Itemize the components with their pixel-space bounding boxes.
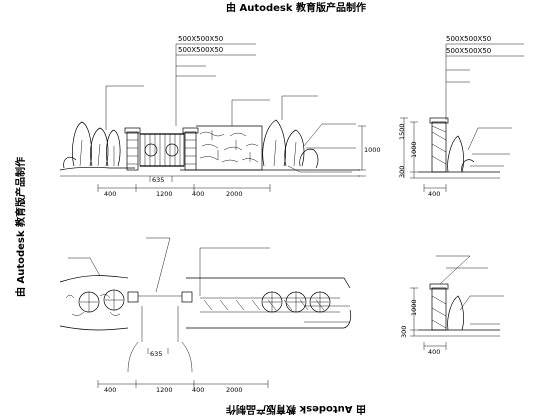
plan-dim-3: 400	[192, 386, 204, 394]
side-dim-width: 400	[428, 190, 440, 198]
elev-dim-1: 400	[104, 190, 116, 198]
plan-view	[59, 275, 352, 388]
elev-dim-2: 1200	[156, 190, 173, 198]
plan-dim-small: 635	[150, 350, 162, 358]
elev-note-slab-2: 500X500X50	[178, 46, 223, 54]
elev-dim-3: 400	[192, 190, 204, 198]
plan-dim-2: 1200	[156, 386, 173, 394]
side-section-view	[400, 43, 524, 192]
elev-dim-4: 2000	[226, 190, 243, 198]
small-dim-width: 400	[428, 348, 440, 356]
side-note-slab-2: 500X500X50	[446, 47, 491, 55]
shrub-group-left	[63, 121, 121, 169]
shrub-group-right	[262, 119, 319, 169]
side-note-slab-1: 500X500X50	[446, 35, 491, 43]
elevation-leader-lines	[105, 43, 356, 173]
cultured-stone-wall	[196, 125, 263, 171]
iron-gate	[139, 133, 185, 167]
gate-pillar-left	[124, 127, 141, 171]
watermark-top: 由 Autodesk 教育版产品制作	[226, 3, 367, 14]
elev-dim-small: 635	[152, 176, 164, 184]
gate-pillar-right	[182, 127, 199, 171]
elev-note-slab-1: 500X500X50	[178, 35, 223, 43]
elev-vdim-1000: 1000	[364, 146, 381, 154]
plan-leader-lines	[68, 237, 350, 323]
side-vdim-1500: 1500	[398, 123, 406, 140]
side-vdim-300: 300	[398, 166, 406, 178]
side-vdim-1000: 1000	[410, 141, 418, 158]
plan-dim-4: 2000	[226, 386, 243, 394]
plan-dim-1: 400	[104, 386, 116, 394]
small-vdim-1000: 1000	[410, 299, 418, 316]
front-elevation-view	[59, 119, 360, 192]
small-vdim-300: 300	[400, 326, 408, 338]
small-section-view	[410, 255, 504, 350]
